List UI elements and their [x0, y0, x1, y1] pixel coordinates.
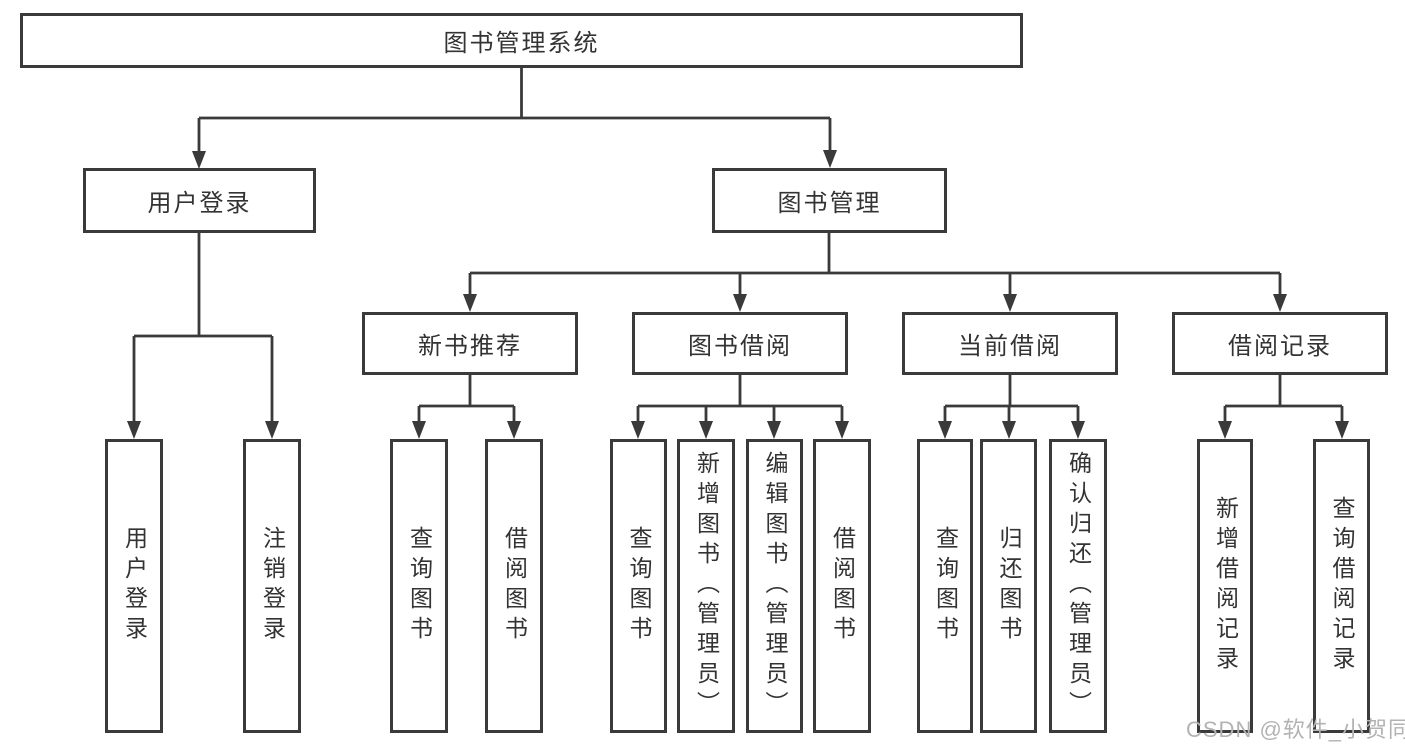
node-root: 图书管理系统 [20, 13, 1023, 68]
node-book-borrow-label: 图书借阅 [688, 333, 792, 360]
leaf-query-borrow-record: 查询借阅记录 [1313, 439, 1370, 733]
leaf-borrow-books-recommend-label: 借阅图书 [501, 526, 528, 646]
leaf-borrow-books-label: 借阅图书 [829, 526, 856, 646]
node-user-login: 用户登录 [83, 168, 316, 233]
watermark: CSDN @软件_小贺同学 [1186, 717, 1405, 742]
node-root-label: 图书管理系统 [443, 30, 600, 57]
leaf-query-books-recommend-label: 查询图书 [406, 526, 433, 646]
node-book-management-label: 图书管理 [777, 190, 882, 217]
node-borrow-records-label: 借阅记录 [1228, 333, 1332, 360]
connector-current-borrow [943, 375, 1080, 426]
connector-borrow-records [1223, 375, 1344, 426]
leaf-logout: 注销登录 [243, 439, 301, 733]
leaf-query-books-recommend: 查询图书 [390, 439, 448, 733]
arrowheads [127, 150, 1349, 439]
connector-user-login [132, 233, 274, 426]
node-book-management: 图书管理 [712, 168, 947, 233]
leaf-user-login: 用户登录 [105, 439, 163, 733]
leaf-query-books-current-label: 查询图书 [932, 526, 959, 646]
node-borrow-records: 借阅记录 [1172, 312, 1388, 375]
leaf-query-books-borrow: 查询图书 [610, 439, 667, 733]
leaf-add-book-admin: 新增图书（管理员） [677, 439, 735, 733]
leaf-add-book-admin-label: 新增图书（管理员） [693, 451, 720, 721]
leaf-add-borrow-record: 新增借阅记录 [1197, 439, 1253, 733]
connector-root [197, 68, 832, 156]
leaf-confirm-return-admin: 确认归还（管理员） [1049, 439, 1107, 733]
leaf-return-book: 归还图书 [980, 439, 1037, 733]
leaf-confirm-return-admin-label: 确认归还（管理员） [1065, 451, 1092, 721]
leaf-query-books-borrow-label: 查询图书 [626, 526, 652, 646]
connector-book-borrow [636, 375, 844, 426]
connector-new-book-recommend [417, 375, 516, 426]
node-new-book-recommend-label: 新书推荐 [418, 333, 522, 360]
leaf-query-borrow-record-label: 查询借阅记录 [1329, 496, 1355, 676]
leaf-logout-label: 注销登录 [259, 526, 286, 646]
leaf-user-login-label: 用户登录 [121, 526, 148, 646]
node-user-login-label: 用户登录 [147, 190, 252, 217]
node-book-borrow: 图书借阅 [632, 312, 848, 375]
node-current-borrow-label: 当前借阅 [958, 333, 1062, 360]
leaf-edit-book-admin-label: 编辑图书（管理员） [762, 451, 788, 721]
node-current-borrow: 当前借阅 [902, 312, 1118, 375]
leaf-query-books-current: 查询图书 [917, 439, 973, 733]
connector-book-management [468, 233, 1282, 299]
leaf-return-book-label: 归还图书 [996, 526, 1022, 646]
leaf-borrow-books-recommend: 借阅图书 [485, 439, 543, 733]
leaf-add-borrow-record-label: 新增借阅记录 [1212, 496, 1239, 676]
node-new-book-recommend: 新书推荐 [362, 312, 578, 375]
leaf-edit-book-admin: 编辑图书（管理员） [746, 439, 803, 733]
leaf-borrow-books: 借阅图书 [813, 439, 871, 733]
